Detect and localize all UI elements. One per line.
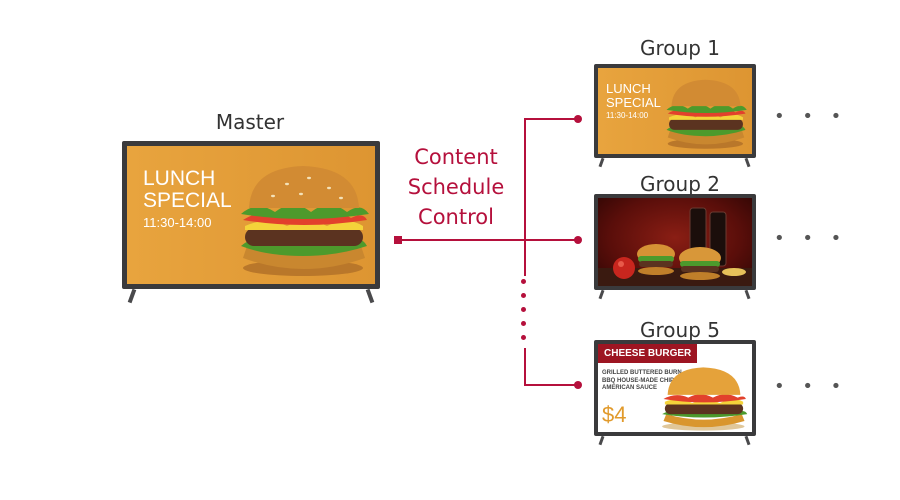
master-screen: LUNCH SPECIAL 11:30-14:00: [127, 146, 375, 284]
group2-screen: [598, 198, 752, 286]
master-promo-time: 11:30-14:00: [143, 215, 212, 231]
cheeseburger-icon: [662, 367, 748, 431]
group5-desc-line1: GRILLED BUTTERED BURN,: [602, 370, 684, 376]
control-line2: Schedule: [407, 175, 505, 199]
master-connector: [394, 236, 402, 244]
group5-label: Group 5: [640, 318, 720, 342]
wire-group1: [524, 118, 578, 120]
group5-promo-description: GRILLED BUTTERED BURN, BBQ HOUSE-MADE CH…: [602, 370, 683, 393]
wire-vertical-upper: [524, 118, 526, 276]
group1-label: Group 1: [640, 36, 720, 60]
group5-leg-left: [598, 435, 605, 446]
control-line1: Content: [414, 145, 498, 169]
group1-display: LUNCH SPECIAL 11:30-14:00: [594, 64, 756, 168]
group1-promo-line1: LUNCH: [606, 81, 651, 96]
group1-more-indicator: • • •: [774, 106, 848, 127]
dotted-wire-dot: [521, 335, 526, 340]
group5-desc-line3: AMERICAN SAUCE: [602, 385, 658, 391]
burger-icon: [241, 166, 369, 276]
group1-promo-text: LUNCH SPECIAL 11:30-14:00: [606, 82, 661, 121]
content-schedule-control-label: Content Schedule Control: [396, 142, 516, 232]
group2-leg-left: [598, 289, 605, 300]
dotted-wire-dot: [521, 321, 526, 326]
group1-leg-left: [598, 157, 605, 168]
group5-display: CHEESE BURGER GRILLED BUTTERED BURN, BBQ…: [594, 340, 756, 446]
dotted-wire-dot: [521, 279, 526, 284]
master-label: Master: [215, 110, 285, 134]
wire-vertical-lower: [524, 348, 526, 386]
group2-leg-right: [744, 289, 751, 300]
master-leg-right: [365, 288, 375, 304]
dotted-wire-dot: [521, 307, 526, 312]
master-display: LUNCH SPECIAL 11:30-14:00: [122, 141, 380, 304]
group5-leg-right: [744, 435, 751, 446]
group2-display: [594, 194, 756, 300]
group5-promo-price: $4: [602, 402, 627, 427]
group2-more-indicator: • • •: [774, 228, 848, 249]
group1-promo-time: 11:30-14:00: [606, 111, 649, 121]
connector-group1: [574, 115, 582, 123]
burger-icon: [666, 79, 747, 149]
group1-screen: LUNCH SPECIAL 11:30-14:00: [598, 68, 752, 154]
group1-leg-right: [744, 157, 751, 168]
connector-group5: [574, 381, 582, 389]
master-promo-line2: SPECIAL: [143, 189, 232, 213]
group5-promo-title: CHEESE BURGER: [598, 344, 698, 363]
wire-main: [402, 239, 578, 241]
dotted-wire-dot: [521, 293, 526, 298]
wire-group5: [524, 384, 578, 386]
connector-group2: [574, 236, 582, 244]
group5-screen: CHEESE BURGER GRILLED BUTTERED BURN, BBQ…: [598, 344, 752, 432]
master-leg-left: [127, 288, 137, 304]
food-scene-icon: [598, 207, 752, 286]
group1-promo-line2: SPECIAL: [606, 94, 661, 110]
group2-label: Group 2: [640, 172, 720, 196]
master-promo-line1: LUNCH: [143, 167, 216, 190]
group5-desc-line2: BBQ HOUSE-MADE CHIPS,: [602, 377, 680, 384]
group5-more-indicator: • • •: [774, 376, 848, 397]
control-line3: Control: [418, 205, 494, 229]
master-promo-text: LUNCH SPECIAL 11:30-14:00: [143, 167, 232, 231]
